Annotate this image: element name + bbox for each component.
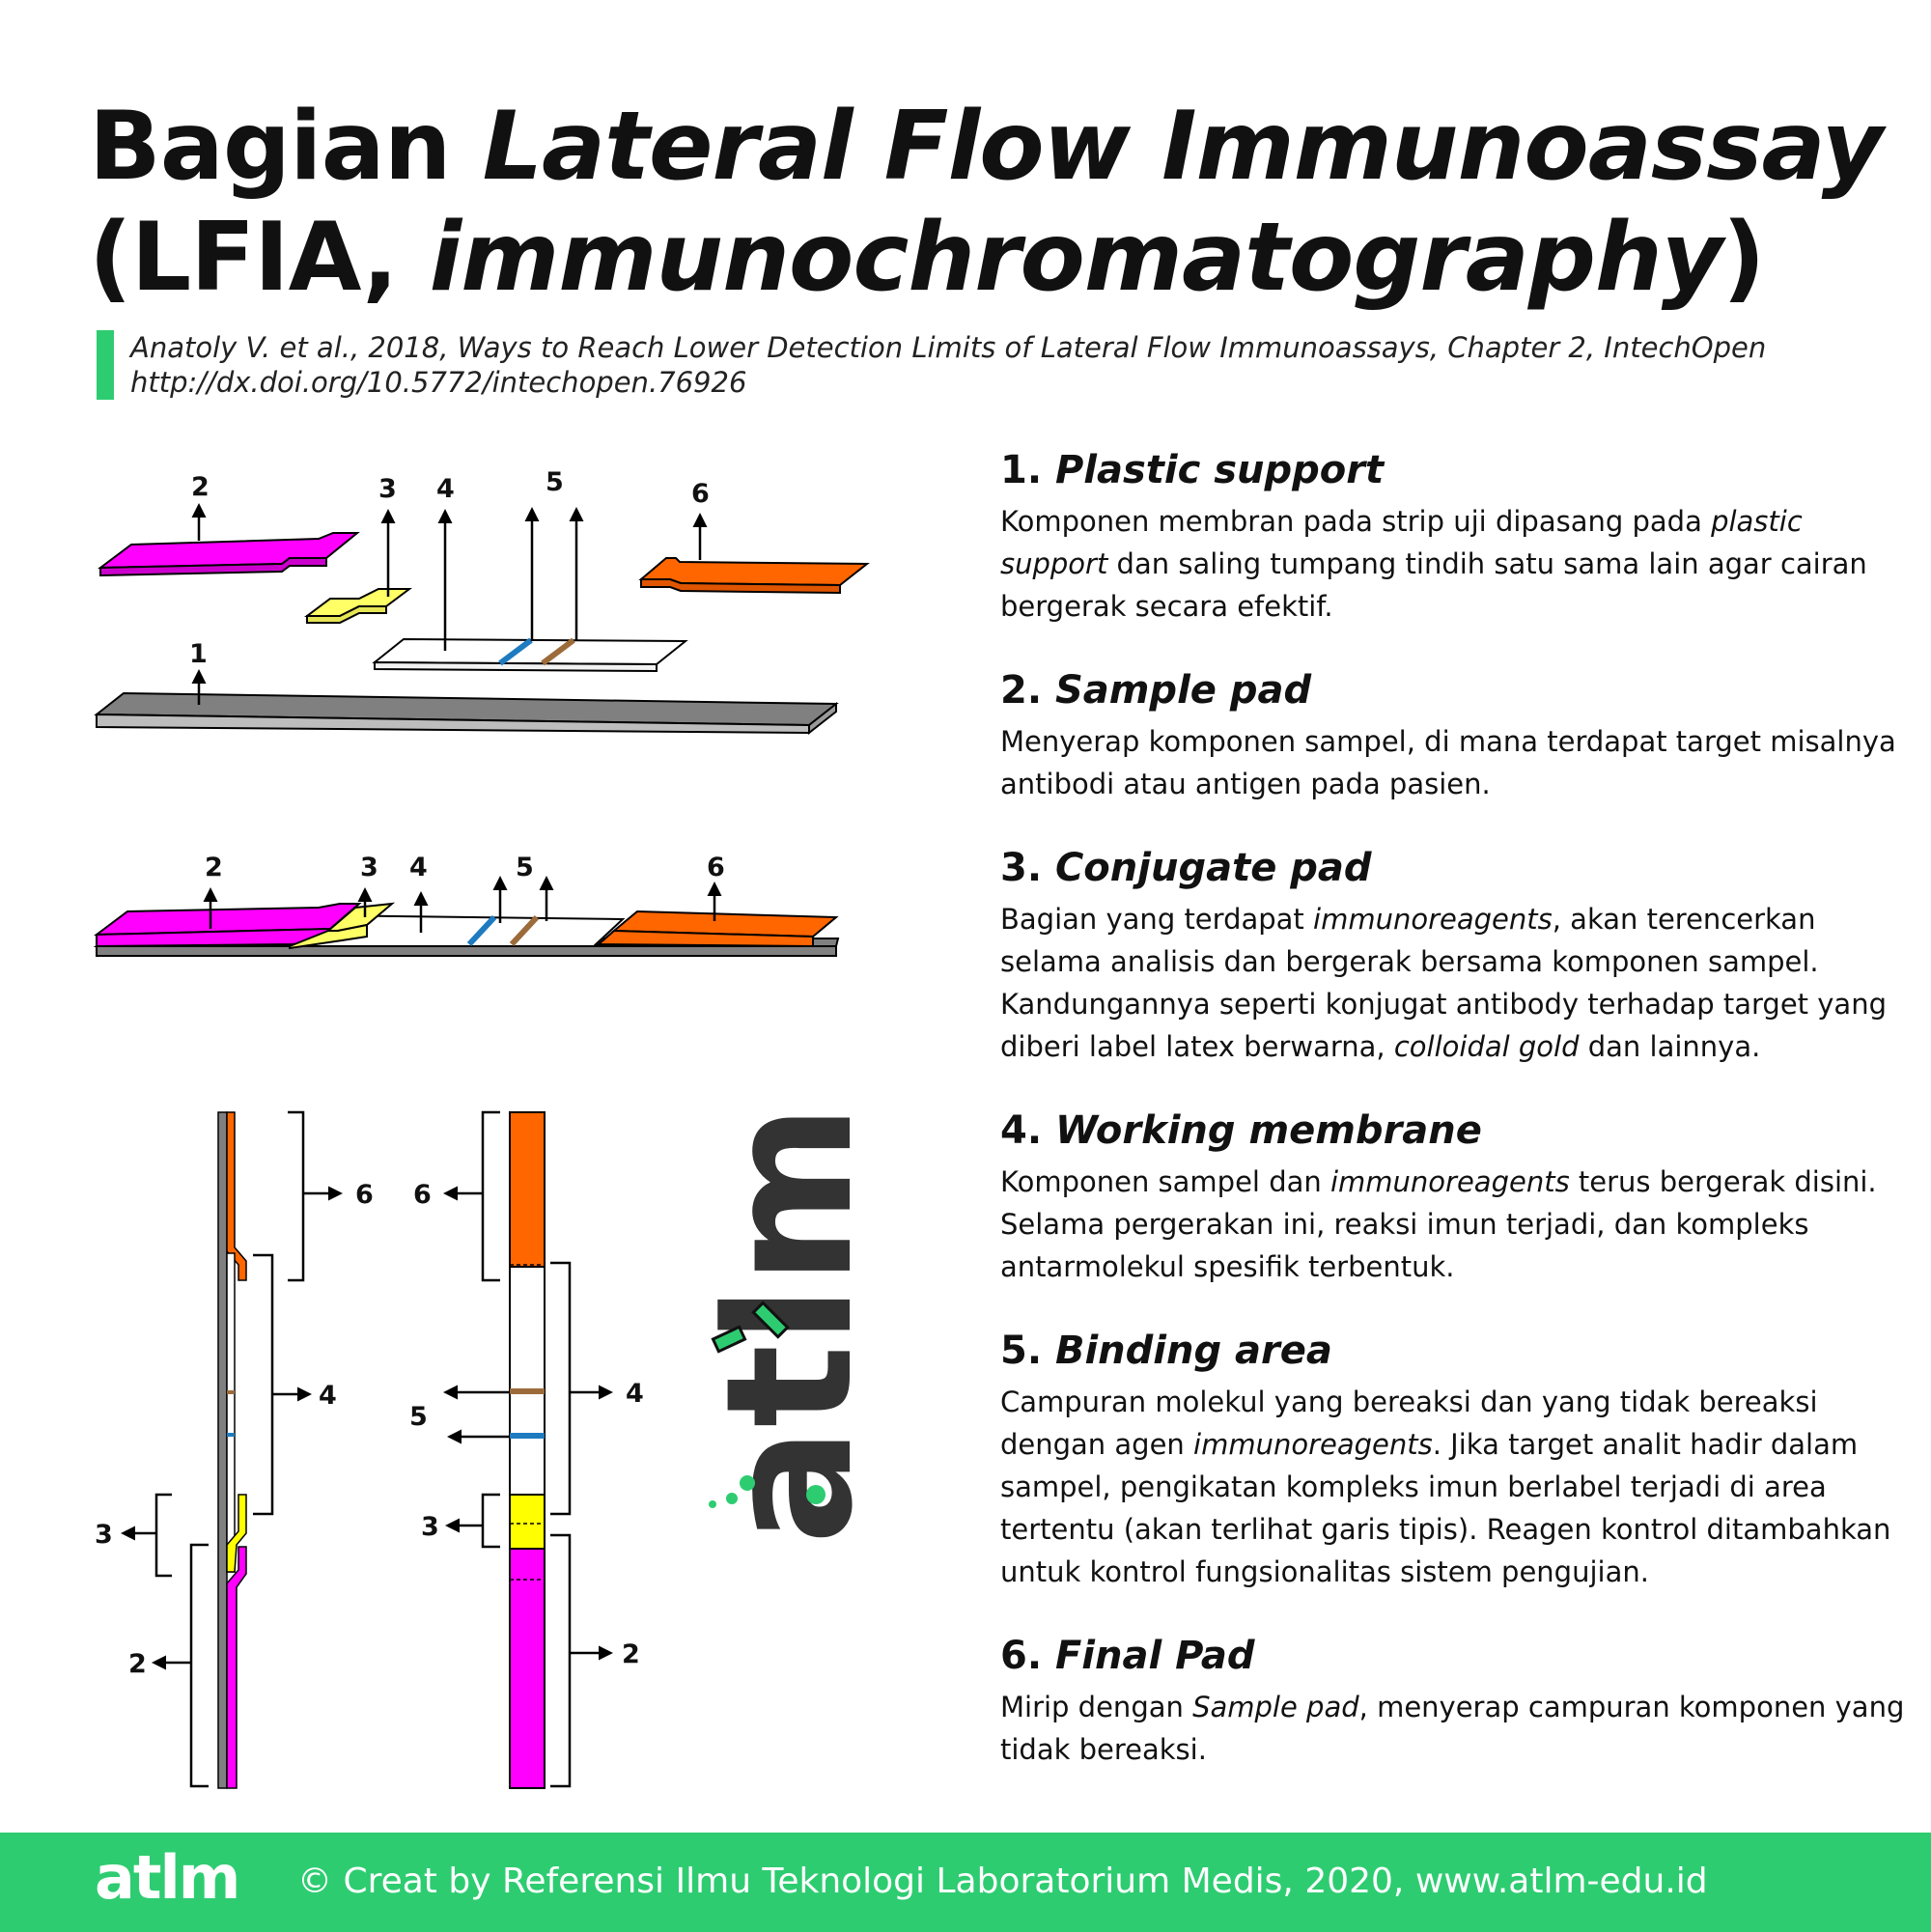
sample-pad-top xyxy=(509,1548,546,1789)
section-description: Campuran molekul yang bereaksi dan yang … xyxy=(1000,1386,1891,1588)
control-line-top xyxy=(510,1388,545,1394)
top-view: 6 5 4 3 2 xyxy=(409,1110,644,1789)
title-line2: (LFIA, immunochromatography) xyxy=(89,203,1765,313)
control-line-exploded xyxy=(541,637,575,666)
label-1-exploded: 1 xyxy=(189,639,208,669)
section-title: 2. Sample pad xyxy=(1000,668,1312,713)
conjugate-pad-side xyxy=(226,1494,247,1573)
working-membrane-side xyxy=(226,1252,236,1573)
label-4-side: 4 xyxy=(319,1381,337,1411)
control-line-assembled xyxy=(509,914,540,947)
side-view: 6 4 3 2 xyxy=(95,1110,374,1789)
label-3-exploded: 3 xyxy=(378,474,397,504)
test-line-top xyxy=(510,1433,545,1439)
label-2-exploded: 2 xyxy=(191,472,210,502)
footer: atlm © Creat by Referensi Ilmu Teknologi… xyxy=(0,1833,1931,1932)
svg-text:atlm: atlm xyxy=(689,1104,891,1545)
label-3-side: 3 xyxy=(95,1520,113,1550)
section-title: 1. Plastic support xyxy=(1000,448,1385,492)
sample-pad-side xyxy=(226,1546,247,1789)
assembled-view: 2 3 4 5 6 xyxy=(93,853,840,957)
label-5-assembled: 5 xyxy=(516,853,534,882)
label-6-assembled: 6 xyxy=(707,853,725,882)
label-3-assembled: 3 xyxy=(360,853,378,882)
label-2-assembled: 2 xyxy=(205,853,223,882)
label-6-side: 6 xyxy=(355,1180,374,1210)
exploded-view: 1 2 3 4 5 6 xyxy=(94,467,870,736)
final-pad-top xyxy=(509,1111,546,1268)
title-line1: Bagian Lateral Flow Immunoassay xyxy=(89,92,1884,202)
section-description: Menyerap komponen sampel, di mana terdap… xyxy=(1000,725,1896,800)
footer-logo: atlm xyxy=(95,1842,240,1913)
label-4-assembled: 4 xyxy=(409,853,428,882)
label-2-top: 2 xyxy=(622,1639,640,1669)
label-4-top: 4 xyxy=(626,1379,644,1409)
section-title: 5. Binding area xyxy=(1000,1329,1332,1373)
section-title: 3. Conjugate pad xyxy=(1000,846,1372,890)
label-5-top: 5 xyxy=(409,1402,428,1432)
section-description: Mirip dengan Sample pad, menyerap campur… xyxy=(1000,1691,1905,1766)
page-title: Bagian Lateral Flow Immunoassay (LFIA, i… xyxy=(89,92,1884,314)
section-description: Komponen sampel dan immunoreagents terus… xyxy=(1000,1165,1877,1283)
reference-link[interactable]: http://dx.doi.org/10.5772/intechopen.769… xyxy=(130,366,747,399)
label-5-exploded: 5 xyxy=(546,467,564,497)
section-title: 6. Final Pad xyxy=(1000,1634,1255,1678)
label-6-top: 6 xyxy=(413,1180,432,1210)
test-line-exploded xyxy=(498,637,533,666)
working-membrane-top xyxy=(509,1266,546,1496)
lfia-diagram: 1 2 3 4 5 6 2 3 4 5 6 xyxy=(93,467,891,1789)
reference-accent-bar xyxy=(97,330,114,400)
section-title: 4. Working membrane xyxy=(1000,1108,1482,1153)
label-4-exploded: 4 xyxy=(436,474,455,504)
section-4: 4. Working membrane Komponen sampel dan … xyxy=(1000,1106,1908,1288)
label-2-side: 2 xyxy=(128,1649,147,1679)
label-6-exploded: 6 xyxy=(691,479,710,509)
test-line-assembled xyxy=(466,914,497,947)
plastic-support-side xyxy=(217,1111,228,1789)
atlm-logo-icon: atlm xyxy=(689,1104,891,1545)
reference-citation: Anatoly V. et al., 2018, Ways to Reach L… xyxy=(130,330,1766,400)
label-3-top: 3 xyxy=(421,1512,439,1542)
reference-line1: Anatoly V. et al., 2018, Ways to Reach L… xyxy=(130,331,1767,364)
section-description: Bagian yang terdapat immunoreagents, aka… xyxy=(1000,903,1887,1063)
footer-copyright: © Creat by Referensi Ilmu Teknologi Labo… xyxy=(297,1862,1708,1901)
section-description: Komponen membran pada strip uji dipasang… xyxy=(1000,505,1867,623)
